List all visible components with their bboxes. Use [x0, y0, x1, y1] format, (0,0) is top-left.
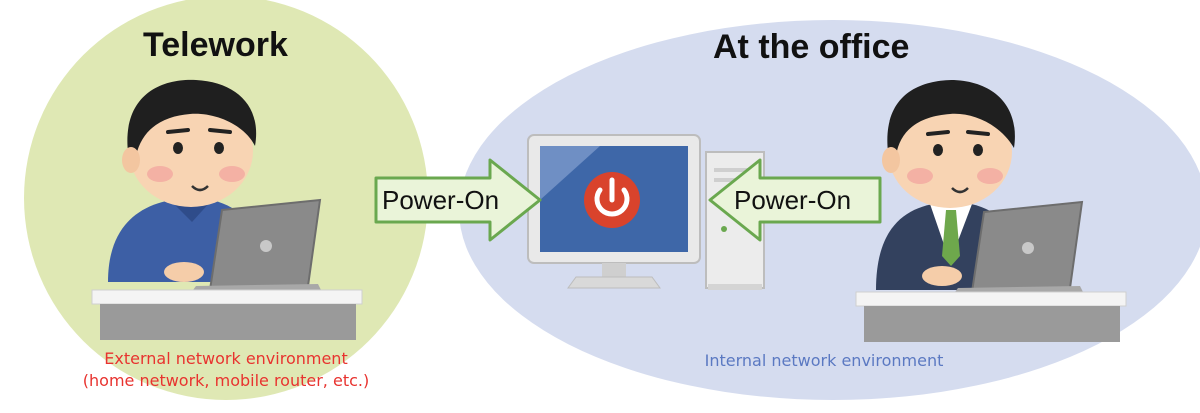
desk-right [855, 291, 1127, 342]
power-icon [584, 172, 640, 228]
external-network-caption: External network environment (home netwo… [56, 348, 396, 392]
telework-title: Telework [143, 26, 288, 64]
power-on-label-right: Power-On [734, 185, 852, 215]
internal-network-caption: Internal network environment [704, 351, 944, 370]
power-on-arrow-left [374, 158, 542, 242]
power-on-arrow-right [708, 158, 882, 242]
external-caption-line2: (home network, mobile router, etc.) [82, 371, 370, 390]
power-on-label-left: Power-On [382, 185, 500, 215]
office-title: At the office [713, 28, 910, 66]
desk-left [91, 289, 363, 340]
external-caption-line1: External network environment [104, 349, 348, 368]
